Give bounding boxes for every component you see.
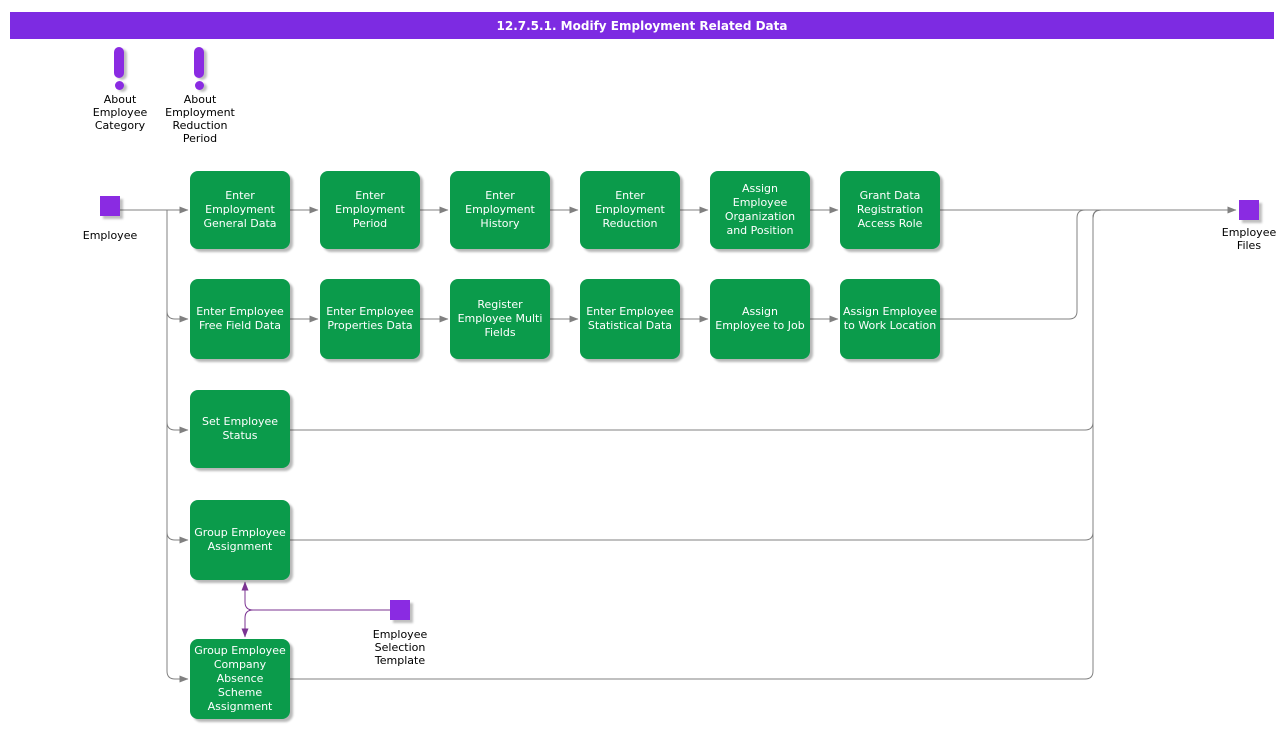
employee-files-label: Employee Files [1221,226,1277,252]
exclamation-bar-icon [114,47,124,78]
task-group-employee-company-absence-scheme-assignment[interactable]: Group Employee Company Absence Scheme As… [190,639,290,719]
task-enter-employee-statistical-data[interactable]: Enter Employee Statistical Data [580,279,680,359]
task-set-employee-status[interactable]: Set Employee Status [190,390,290,468]
task-enter-employment-reduction[interactable]: Enter Employment Reduction [580,171,680,249]
about-employment-reduction-period-label: About Employment Reduction Period [165,93,235,145]
title-bar: 12.7.5.1. Modify Employment Related Data [10,12,1274,39]
employee-label: Employee [82,229,138,242]
employee-files-entity-icon[interactable] [1239,200,1259,220]
exclamation-dot-icon [115,81,124,90]
task-register-employee-multi-fields[interactable]: Register Employee Multi Fields [450,279,550,359]
employee-selection-template-label: Employee Selection Template [372,628,428,667]
task-grant-data-registration-access-role[interactable]: Grant Data Registration Access Role [840,171,940,249]
exclamation-dot-icon [195,81,204,90]
about-employee-category-icon[interactable] [114,47,126,93]
task-assign-employee-to-work-location[interactable]: Assign Employee to Work Location [840,279,940,359]
employee-selection-template-entity-icon[interactable] [390,600,410,620]
task-enter-employment-general-data[interactable]: Enter Employment General Data [190,171,290,249]
task-group-employee-assignment[interactable]: Group Employee Assignment [190,500,290,580]
exclamation-bar-icon [194,47,204,78]
task-enter-employment-period[interactable]: Enter Employment Period [320,171,420,249]
task-assign-employee-to-job[interactable]: Assign Employee to Job [710,279,810,359]
task-enter-employee-properties-data[interactable]: Enter Employee Properties Data [320,279,420,359]
task-enter-employee-free-field-data[interactable]: Enter Employee Free Field Data [190,279,290,359]
about-employee-category-label: About Employee Category [92,93,148,132]
employee-entity-icon[interactable] [100,196,120,216]
task-enter-employment-history[interactable]: Enter Employment History [450,171,550,249]
task-assign-employee-organization-and-position[interactable]: Assign Employee Organization and Positio… [710,171,810,249]
about-employment-reduction-period-icon[interactable] [194,47,206,93]
